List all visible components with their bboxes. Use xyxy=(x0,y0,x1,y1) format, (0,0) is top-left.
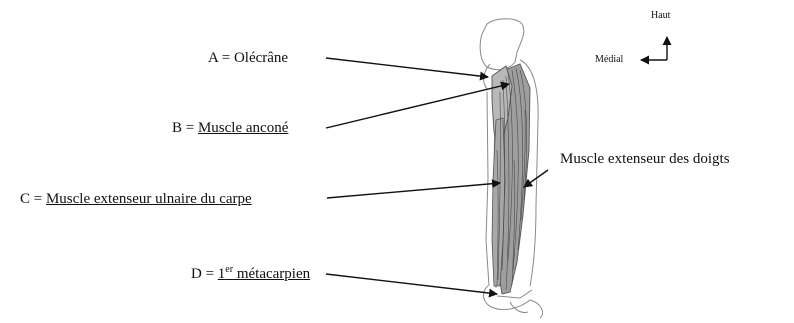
label-b: B = Muscle anconé xyxy=(172,119,288,137)
label-c-key: C = xyxy=(20,191,46,207)
label-extensor-digitorum: Muscle extenseur des doigts xyxy=(560,150,730,168)
orientation-arrows xyxy=(641,37,667,60)
leader-d xyxy=(326,274,497,294)
label-c-value: Muscle extenseur ulnaire du carpe xyxy=(46,191,252,207)
leader-c xyxy=(327,183,500,198)
label-a-key: A = xyxy=(208,50,234,66)
label-a: A = Olécrâne xyxy=(208,49,288,67)
orientation-medial-label: Médial xyxy=(595,54,623,66)
label-d-value: 1er métacarpien xyxy=(218,266,310,282)
label-d-key: D = xyxy=(191,266,218,282)
leader-a xyxy=(326,58,488,77)
label-b-value: Muscle anconé xyxy=(198,120,288,136)
label-d: D = 1er métacarpien xyxy=(191,265,310,283)
label-d-superscript: er xyxy=(225,264,233,275)
orientation-up-label: Haut xyxy=(651,10,670,22)
label-d-rest: métacarpien xyxy=(233,266,310,282)
label-c: C = Muscle extenseur ulnaire du carpe xyxy=(20,190,252,208)
muscle-group xyxy=(492,64,530,294)
leader-b xyxy=(326,84,509,128)
label-b-key: B = xyxy=(172,120,198,136)
label-a-value: Olécrâne xyxy=(234,50,288,66)
